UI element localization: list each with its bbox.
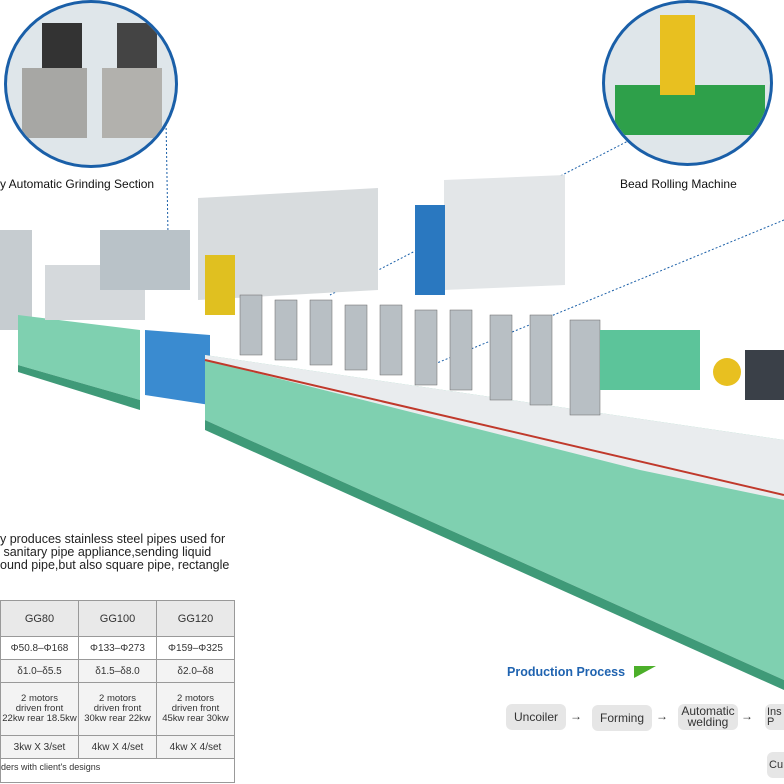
table-header-row: GG80 GG100 GG120 bbox=[0, 600, 235, 637]
arrow-icon: → bbox=[741, 709, 753, 723]
table-cell: 4kw X 4/set bbox=[156, 735, 235, 759]
cell-line: driven front bbox=[171, 703, 220, 714]
table-footer: ders with client's designs bbox=[0, 758, 235, 783]
table-cell: δ1.5–δ8.0 bbox=[78, 659, 157, 683]
step-cutting: Cu bbox=[767, 752, 784, 778]
table-cell: 4kw X 4/set bbox=[78, 735, 157, 759]
table-cell: δ2.0–δ8 bbox=[156, 659, 235, 683]
cell-line: 45kw rear 30kw bbox=[162, 713, 229, 724]
arrow-icon: → bbox=[570, 709, 582, 723]
description-line: ound pipe,but also square pipe, rectangl… bbox=[0, 558, 230, 572]
callout-line-right bbox=[419, 219, 784, 371]
spec-table: GG80 GG100 GG120 Φ50.8–Φ168 Φ133–Φ273 Φ1… bbox=[0, 600, 235, 783]
step-inspection: Ins P bbox=[765, 704, 784, 730]
grinding-caption: y Automatic Grinding Section bbox=[0, 177, 155, 191]
step-forming: Forming bbox=[592, 705, 652, 731]
grinding-section-photo bbox=[4, 0, 178, 168]
table-row: Φ50.8–Φ168 Φ133–Φ273 Φ159–Φ325 bbox=[0, 636, 235, 660]
table-footer-row: ders with client's designs bbox=[0, 758, 235, 783]
description-line: sanitary pipe appliance,sending liquid bbox=[0, 545, 212, 559]
header-gg120: GG120 bbox=[156, 600, 235, 637]
table-cell: Φ50.8–Φ168 bbox=[0, 636, 79, 660]
callout-line-grinding bbox=[165, 119, 169, 236]
table-row: 3kw X 3/set 4kw X 4/set 4kw X 4/set bbox=[0, 735, 235, 759]
cell-line: 22kw rear 18.5kw bbox=[2, 713, 77, 724]
cell-line: 30kw rear 22kw bbox=[84, 713, 151, 724]
production-process-title: Production Process bbox=[507, 665, 626, 679]
flag-icon bbox=[634, 666, 656, 678]
cell-line: 2 motors bbox=[99, 693, 136, 704]
bead-rolling-photo bbox=[602, 0, 773, 166]
cell-line: driven front bbox=[15, 703, 64, 714]
table-cell: Φ133–Φ273 bbox=[78, 636, 157, 660]
description-line: y produces stainless steel pipes used fo… bbox=[0, 532, 226, 546]
product-description: y produces stainless steel pipes used fo… bbox=[0, 533, 229, 572]
step-automatic-welding: Automatic welding bbox=[678, 704, 738, 730]
step-uncoiler: Uncoiler bbox=[506, 704, 566, 730]
table-row: δ1.0–δ5.5 δ1.5–δ8.0 δ2.0–δ8 bbox=[0, 659, 235, 683]
cell-line: 2 motors bbox=[21, 693, 58, 704]
cell-line: 2 motors bbox=[177, 693, 214, 704]
header-gg100: GG100 bbox=[78, 600, 157, 637]
cell-line: driven front bbox=[93, 703, 142, 714]
table-cell: 3kw X 3/set bbox=[0, 735, 79, 759]
table-cell: Φ159–Φ325 bbox=[156, 636, 235, 660]
bead-rolling-caption: Bead Rolling Machine bbox=[620, 177, 737, 191]
table-cell: δ1.0–δ5.5 bbox=[0, 659, 79, 683]
header-gg80: GG80 bbox=[0, 600, 79, 637]
arrow-icon: → bbox=[656, 709, 668, 723]
